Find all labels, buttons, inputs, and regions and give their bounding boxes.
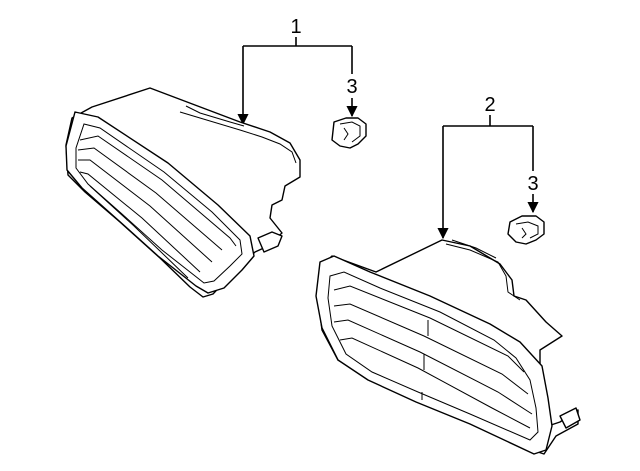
callout-3-upper: 3 <box>346 76 358 118</box>
upper-grille-part <box>65 87 301 298</box>
callout-2: 2 <box>437 94 534 240</box>
callout-3-upper-label: 3 <box>346 76 357 98</box>
callout-1: 1 <box>237 16 353 126</box>
callout-1-label: 1 <box>290 16 301 38</box>
lower-grille-part <box>315 239 581 455</box>
callout-2-label: 2 <box>484 94 495 116</box>
upper-clip-part <box>331 117 367 149</box>
callout-3-lower-label: 3 <box>527 173 538 195</box>
lower-clip-part <box>507 215 545 245</box>
callout-3-lower: 3 <box>527 173 539 214</box>
